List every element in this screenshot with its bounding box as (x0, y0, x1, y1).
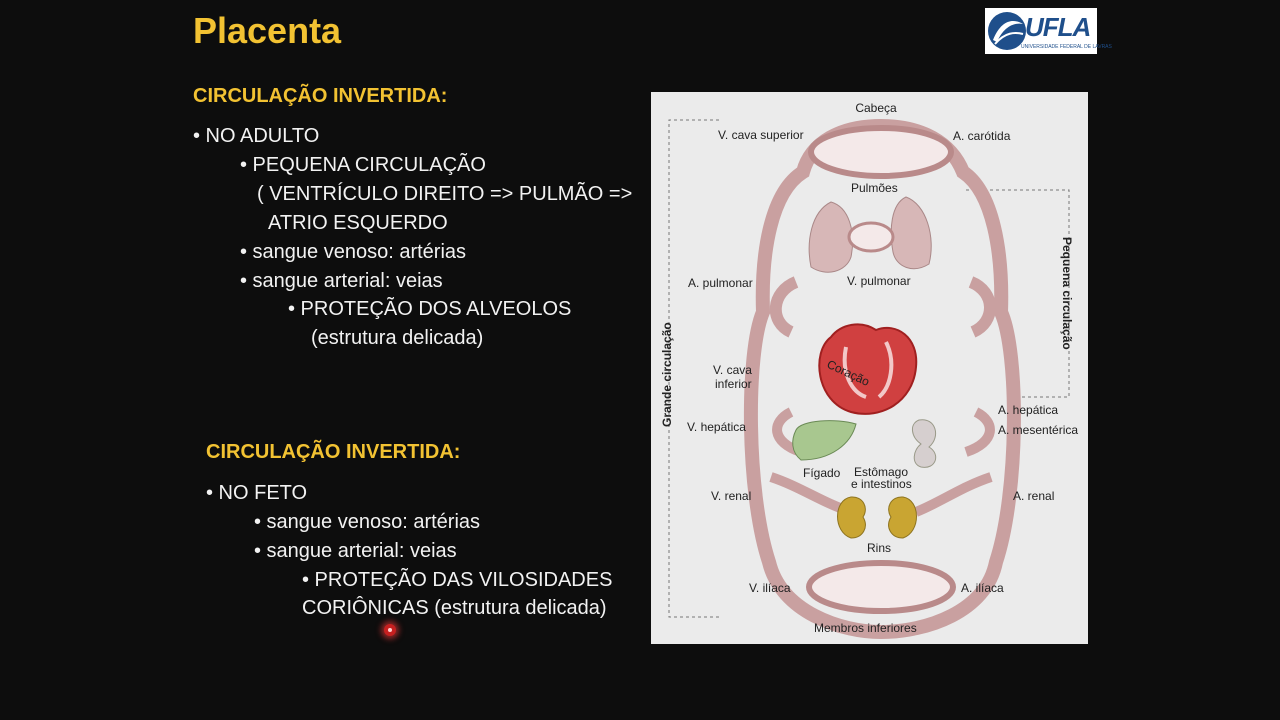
label-cabeca: Cabeça (855, 101, 897, 115)
label-v-hepatica: V. hepática (687, 420, 746, 434)
adult-text-8: (estrutura delicada) (311, 327, 484, 349)
label-figado: Fígado (803, 466, 841, 480)
slide-title: Placenta (193, 10, 342, 51)
stomach-intestines (912, 419, 937, 468)
label-a-renal: A. renal (1013, 489, 1054, 503)
ufla-emblem-icon (988, 12, 1026, 50)
label-v-pulmonar: V. pulmonar (847, 274, 911, 288)
fetus-bullet-1: • NO FETO (206, 482, 308, 504)
heart (818, 323, 918, 415)
label-a-iliaca: A. ilíaca (961, 581, 1004, 595)
kidney-left (837, 496, 866, 539)
lung-left (808, 201, 854, 273)
adult-text-3: ( VENTRÍCULO DIREITO => PULMÃO => (257, 183, 633, 205)
label-a-pulmonar: A. pulmonar (688, 276, 753, 290)
ufla-logo: UFLA UNIVERSIDADE FEDERAL DE LAVRAS (985, 8, 1112, 54)
label-a-hepatica: A. hepática (998, 403, 1058, 417)
head-capillaries (808, 125, 954, 179)
label-a-carotida: A. carótida (953, 129, 1011, 143)
fetus-bullet-4: • PROTEÇÃO DAS VILOSIDADES (302, 569, 613, 591)
label-rins: Rins (867, 541, 891, 555)
adult-bullet-2: • PEQUENA CIRCULAÇÃO (240, 154, 486, 176)
label-vcava-inf-1: V. cava (713, 363, 752, 377)
laser-pointer (384, 624, 396, 636)
legs-capillaries (806, 560, 956, 614)
adult-text-4: ATRIO ESQUERDO (268, 212, 448, 234)
grande-bracket (668, 119, 719, 618)
label-estomago-2: e intestinos (851, 477, 912, 491)
label-estomago-1: Estômago (854, 465, 908, 479)
vessel-pulmonary (769, 276, 996, 338)
vessel-loop-outer (743, 118, 1021, 640)
label-pulmoes: Pulmões (851, 181, 898, 195)
label-v-renal: V. renal (711, 489, 751, 503)
label-v-iliaca: V. ilíaca (749, 581, 791, 595)
circulation-diagram-svg: Cabeça V. cava superior A. carótida Pulm… (660, 101, 1078, 640)
logo-subtitle: UNIVERSIDADE FEDERAL DE LAVRAS (1021, 44, 1112, 50)
fetus-bullet-2: • sangue venoso: artérias (254, 511, 481, 533)
lung-right (890, 196, 932, 270)
label-grande: Grande circulação (660, 322, 674, 427)
circulation-diagram: Cabeça V. cava superior A. carótida Pulm… (651, 92, 1088, 644)
adult-bullet-7: • PROTEÇÃO DOS ALVEOLOS (288, 298, 572, 320)
fetus-text-5: CORIÔNICAS (estrutura delicada) (302, 597, 607, 619)
pequena-bracket (966, 189, 1070, 398)
fetus-bullet-3: • sangue arterial: veias (254, 540, 457, 562)
adult-bullet-5: • sangue venoso: artérias (240, 241, 467, 263)
adult-heading: CIRCULAÇÃO INVERTIDA: (193, 85, 448, 107)
label-vcava-sup: V. cava superior (718, 128, 804, 142)
kidney-right (888, 496, 917, 539)
label-membros: Membros inferiores (814, 621, 917, 635)
fetus-heading: CIRCULAÇÃO INVERTIDA: (206, 441, 461, 463)
heart-chambers (842, 341, 894, 399)
label-a-mesenterica: A. mesentérica (998, 423, 1078, 437)
adult-bullet-1: • NO ADULTO (193, 125, 320, 147)
label-pequena: Pequena circulação (1060, 237, 1074, 350)
liver (792, 420, 857, 461)
adult-bullet-6: • sangue arterial: veias (240, 270, 443, 292)
logo-text: UFLA (1025, 12, 1091, 42)
lung-capillaries (847, 221, 895, 253)
label-vcava-inf-2: inferior (715, 377, 752, 391)
